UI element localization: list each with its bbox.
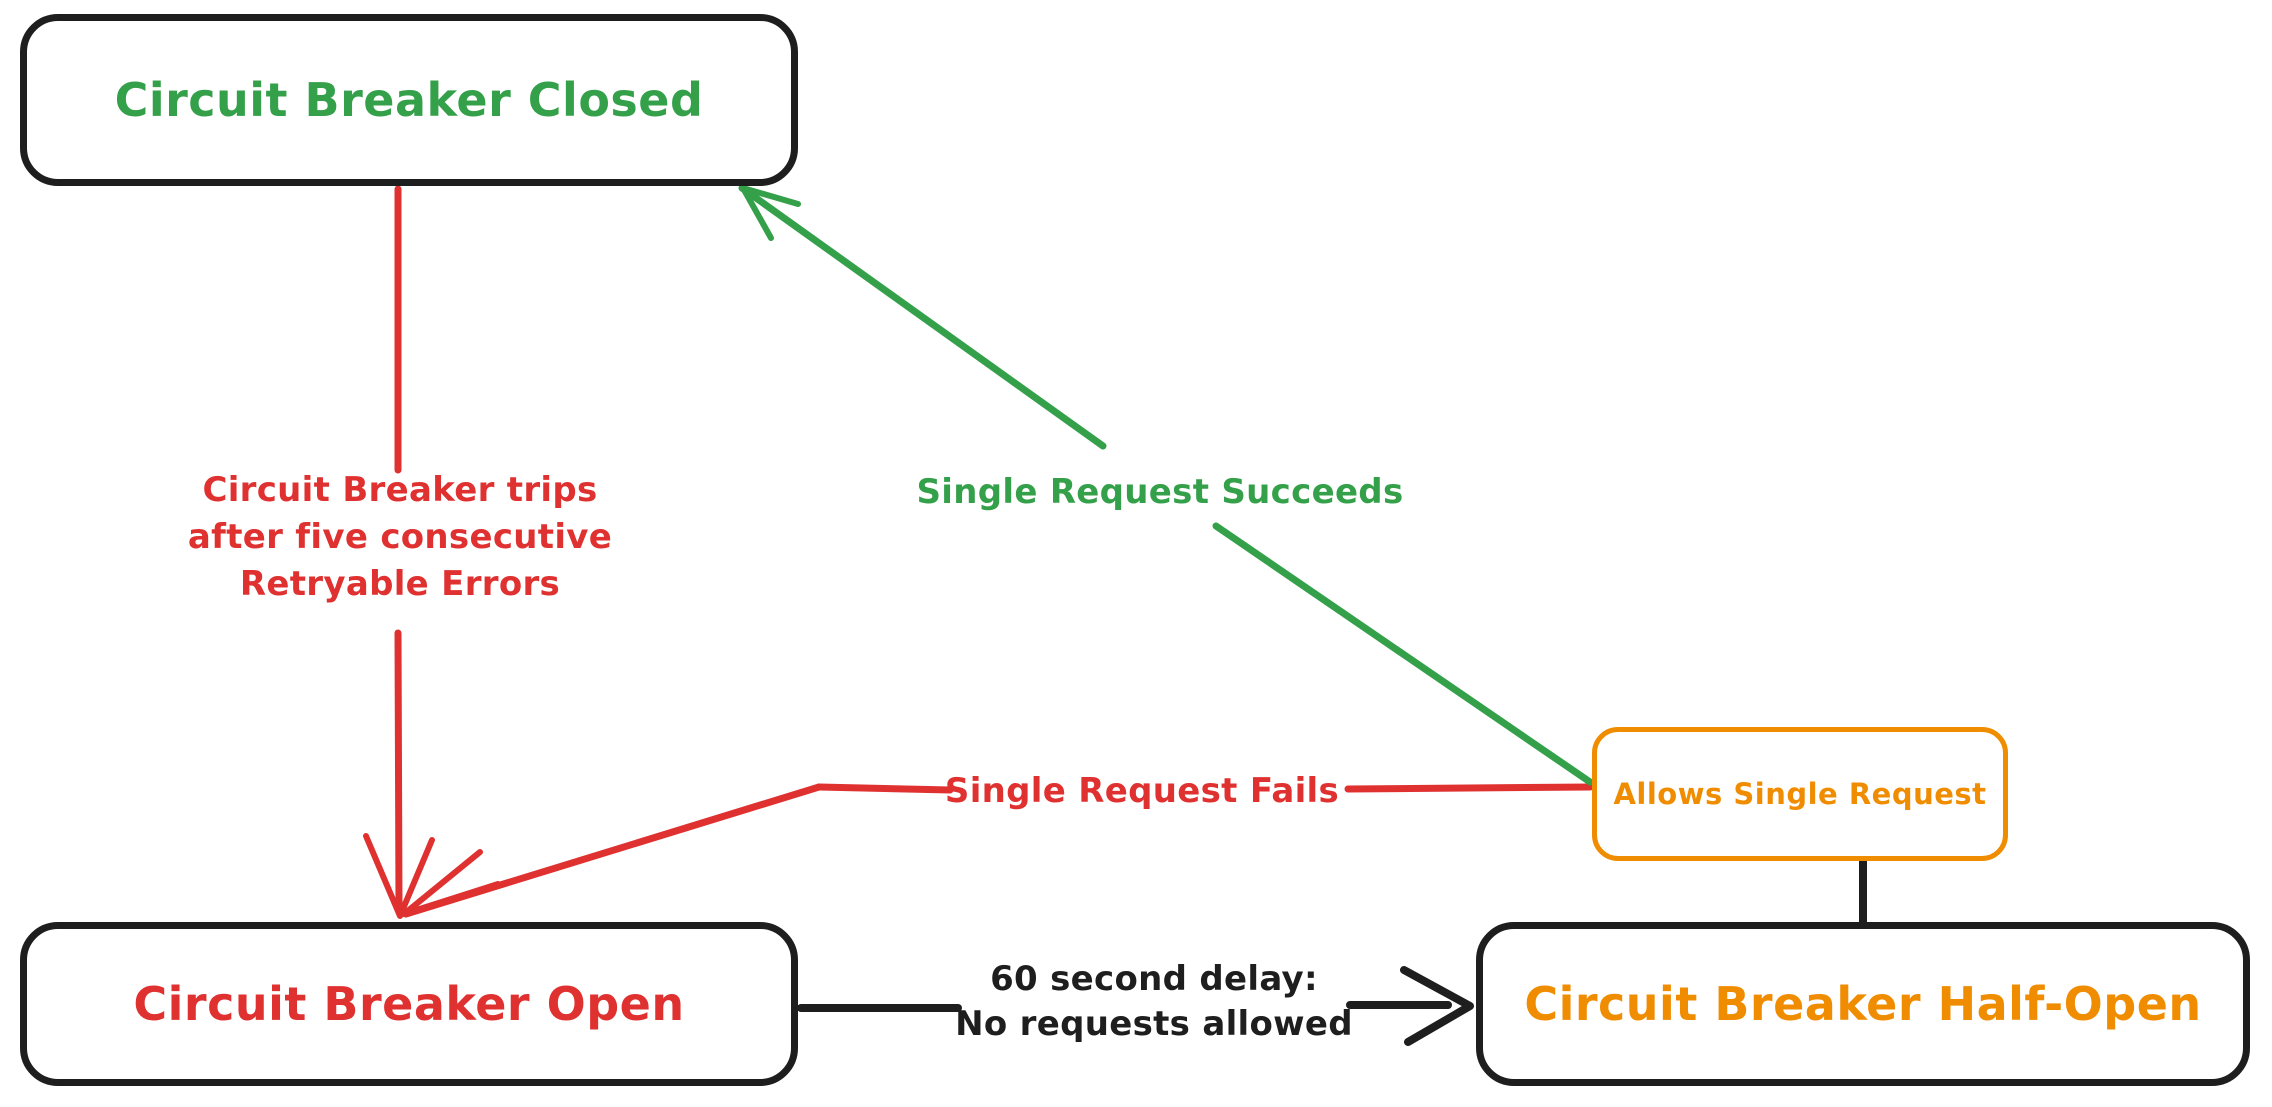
succeeds-line-lower bbox=[1212, 522, 1594, 786]
edge-fails-arrow[interactable] bbox=[402, 783, 1594, 918]
node-circuit-breaker-open-label: Circuit Breaker Open bbox=[133, 977, 685, 1031]
edge-label-succeeds: Single Request Succeeds bbox=[916, 472, 1404, 512]
trips-arrowhead bbox=[363, 833, 435, 919]
trips-line-lower bbox=[394, 629, 403, 910]
edge-label-trips: Circuit Breaker trips after five consecu… bbox=[140, 467, 660, 608]
fails-line-right bbox=[1344, 783, 1594, 793]
edge-label-trips-line2: after five consecutive bbox=[187, 517, 613, 557]
delay-arrowhead bbox=[1400, 966, 1474, 1046]
fails-arrowhead bbox=[401, 849, 501, 917]
edge-label-fails: Single Request Fails bbox=[944, 771, 1340, 811]
succeeds-line-upper bbox=[738, 184, 1107, 450]
edge-label-delay-line1: 60 second delay: bbox=[990, 959, 1318, 999]
node-circuit-breaker-half-open-label: Circuit Breaker Half-Open bbox=[1524, 977, 2202, 1031]
fails-line-left bbox=[815, 783, 954, 794]
edge-label-delay-line2: No requests allowed bbox=[955, 1004, 1353, 1044]
fails-line-diagonal bbox=[402, 783, 823, 918]
edge-label-trips-line3: Retryable Errors bbox=[239, 564, 561, 604]
edge-succeeds-arrow[interactable] bbox=[738, 184, 1594, 786]
edge-label-trips-line1: Circuit Breaker trips bbox=[202, 470, 598, 510]
node-circuit-breaker-open[interactable]: Circuit Breaker Open bbox=[20, 922, 798, 1086]
succeeds-arrowhead bbox=[740, 185, 801, 241]
node-circuit-breaker-closed[interactable]: Circuit Breaker Closed bbox=[20, 14, 798, 186]
node-allows-single-request-label: Allows Single Request bbox=[1613, 777, 1987, 811]
edge-delay-arrow[interactable] bbox=[797, 966, 1474, 1046]
node-circuit-breaker-closed-label: Circuit Breaker Closed bbox=[114, 73, 704, 127]
node-circuit-breaker-half-open[interactable]: Circuit Breaker Half-Open bbox=[1476, 922, 2250, 1086]
node-allows-single-request[interactable]: Allows Single Request bbox=[1592, 727, 2008, 861]
edge-label-delay: 60 second delay: No requests allowed bbox=[898, 957, 1410, 1047]
